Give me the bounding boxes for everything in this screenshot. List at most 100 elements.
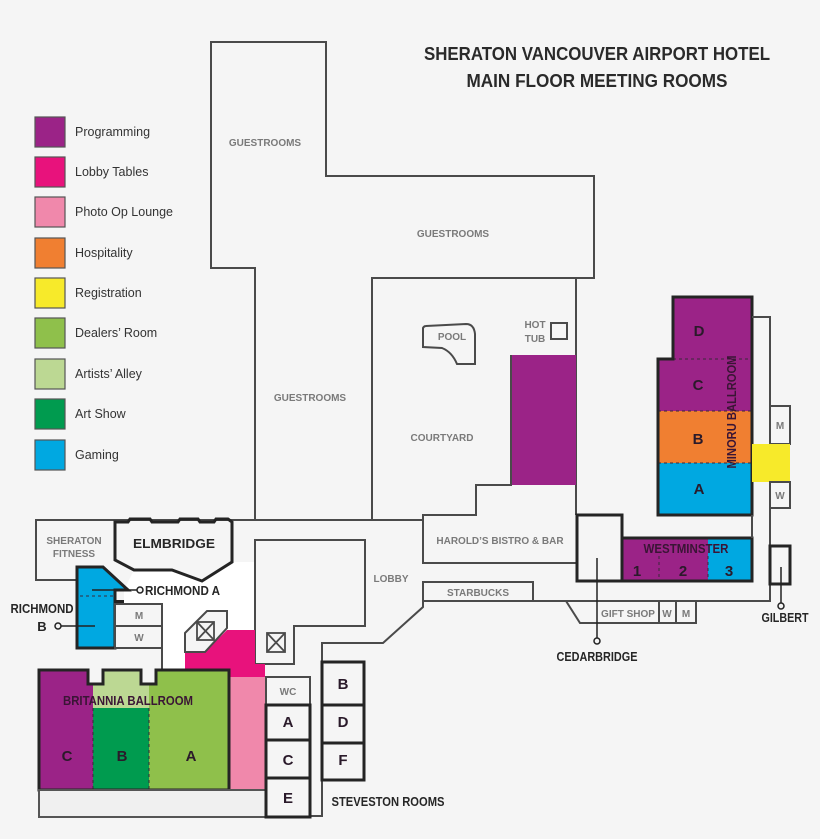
britannia-notch-2 bbox=[141, 668, 156, 684]
westminster-3-label: 3 bbox=[725, 563, 733, 580]
legend-item-gaming: Gaming bbox=[34, 439, 119, 471]
richmond-door-marker bbox=[115, 600, 124, 605]
room-westminster: WESTMINSTER 1 2 3 bbox=[620, 536, 754, 583]
lobby-label: LOBBY bbox=[374, 574, 409, 585]
elmbridge-shape bbox=[113, 517, 234, 583]
legend-label: Hospitality bbox=[75, 246, 133, 260]
richmond-b-pin bbox=[54, 622, 62, 630]
legend-swatch bbox=[34, 156, 66, 188]
steveston-wc bbox=[265, 676, 311, 706]
legend-label: Dealers’ Room bbox=[75, 326, 157, 340]
legend-label: Art Show bbox=[75, 407, 127, 421]
minoru-b-label: B bbox=[693, 431, 704, 448]
gift-shop-label: GIFT SHOP bbox=[601, 609, 655, 620]
sheraton-fitness: SHERATON FITNESS bbox=[35, 519, 115, 581]
elevator-core-west bbox=[184, 610, 228, 653]
legend-label: Registration bbox=[75, 286, 142, 300]
womens-restroom-east-label: W bbox=[775, 491, 785, 502]
east-corridor: M W bbox=[751, 316, 791, 538]
gift-shop-outline bbox=[565, 600, 697, 624]
gift-shop-mens-restroom: M bbox=[682, 609, 690, 620]
pool-label: POOL bbox=[438, 332, 466, 343]
richmond-b-label-1: RICHMOND bbox=[11, 601, 74, 616]
courtyard-label: COURTYARD bbox=[411, 433, 474, 444]
womens-restroom-east bbox=[769, 481, 791, 509]
britannia-b-label: B bbox=[117, 748, 128, 765]
steveston-wc-label: WC bbox=[280, 687, 297, 698]
britannia-dividers bbox=[92, 708, 150, 790]
elevator-icon-cross bbox=[196, 621, 215, 641]
guestrooms-west-label: GUESTROOMS bbox=[274, 393, 347, 404]
steveston-b-label: B bbox=[338, 676, 349, 693]
britannia-notch-1 bbox=[88, 668, 103, 684]
room-britannia-ballroom: BRITANNIA BALLROOM C B A bbox=[37, 668, 267, 818]
westminster-2-label: 2 bbox=[679, 563, 687, 580]
lobby-tables-area bbox=[185, 630, 265, 677]
minoru-dividers bbox=[658, 358, 752, 464]
registration-area bbox=[752, 444, 790, 482]
legend-swatch bbox=[34, 398, 66, 430]
legend-swatch bbox=[34, 439, 66, 471]
britannia-prefunction-strip bbox=[38, 789, 267, 818]
legend-item-dealers-room: Dealers’ Room bbox=[34, 317, 157, 349]
legend-label: Artists’ Alley bbox=[75, 367, 143, 381]
richmond-shape bbox=[77, 567, 128, 648]
steveston-a-label: A bbox=[283, 714, 294, 731]
gilbert-label: GILBERT bbox=[762, 610, 809, 625]
legend-swatch bbox=[34, 237, 66, 269]
westminster-sections-1-2 bbox=[622, 538, 708, 581]
legend-label: Lobby Tables bbox=[75, 165, 148, 179]
room-gilbert: GILBERT bbox=[762, 544, 809, 625]
elmbridge-label: ELMBRIDGE bbox=[133, 536, 215, 551]
steveston-d-label: D bbox=[338, 714, 349, 731]
west-restrooms: M W bbox=[114, 603, 163, 670]
cedarbridge-label: CEDARBRIDGE bbox=[557, 649, 638, 664]
legend-item-art-show: Art Show bbox=[34, 398, 127, 430]
minoru-section-b bbox=[658, 411, 752, 463]
mens-restroom-east-label: M bbox=[776, 421, 784, 432]
hot-tub-label-1: HOT bbox=[524, 320, 545, 331]
legend: Programming Lobby Tables Photo Op Lounge… bbox=[34, 116, 173, 471]
minoru-section-c bbox=[658, 359, 752, 411]
lobby-core bbox=[254, 539, 366, 665]
britannia-a-label: A bbox=[186, 748, 197, 765]
westminster-section-3 bbox=[708, 538, 752, 581]
richmond-a-label: RICHMOND A bbox=[145, 583, 221, 598]
legend-label: Gaming bbox=[75, 448, 119, 462]
steveston-f bbox=[320, 741, 366, 782]
legend-swatch bbox=[34, 358, 66, 390]
open-lobby-area bbox=[124, 562, 255, 670]
minoru-a-label: A bbox=[694, 481, 705, 498]
room-minoru-ballroom: D C B A MINORU BALLROOM bbox=[656, 295, 754, 517]
lobby-area: HAROLD’S BISTRO & BAR LOBBY STARBUCKS GI… bbox=[115, 508, 771, 817]
minoru-label: MINORU BALLROOM bbox=[724, 356, 739, 469]
guestrooms-north-label: GUESTROOMS bbox=[229, 138, 302, 149]
fitness-label-1: SHERATON bbox=[46, 536, 101, 547]
westminster-dividers bbox=[658, 556, 709, 581]
steveston-rooms-label: STEVESTON ROOMS bbox=[332, 794, 445, 809]
womens-restroom-west bbox=[114, 625, 163, 649]
lobby-south-wall bbox=[310, 508, 771, 817]
britannia-section-b bbox=[93, 708, 149, 790]
starbucks-label: STARBUCKS bbox=[447, 588, 509, 599]
fitness-outline bbox=[35, 519, 115, 581]
womens-restroom-label: W bbox=[134, 633, 144, 644]
hot-tub-icon bbox=[550, 322, 568, 340]
steveston-rooms: WC A B C D E F STEVESTON ROOMS bbox=[264, 660, 445, 819]
hot-tub-label-2: TUB bbox=[525, 334, 546, 345]
fitness-label-2: FITNESS bbox=[53, 549, 96, 560]
steveston-e bbox=[264, 776, 312, 819]
harolds-bistro-label: HAROLD’S BISTRO & BAR bbox=[436, 536, 564, 547]
westminster-outline bbox=[620, 536, 754, 583]
gilbert-shape bbox=[768, 544, 792, 586]
room-richmond: RICHMOND A RICHMOND B bbox=[11, 565, 221, 650]
courtyard-step-wall bbox=[422, 355, 577, 564]
legend-swatch bbox=[34, 116, 66, 148]
legend-swatch bbox=[34, 196, 66, 228]
minoru-d-label: D bbox=[694, 323, 705, 340]
minoru-outline bbox=[656, 295, 754, 517]
guestrooms-east-label: GUESTROOMS bbox=[417, 229, 490, 240]
map-title: SHERATON VANCOUVER AIRPORT HOTEL MAIN FL… bbox=[424, 44, 770, 91]
steveston-e-label: E bbox=[283, 790, 293, 807]
